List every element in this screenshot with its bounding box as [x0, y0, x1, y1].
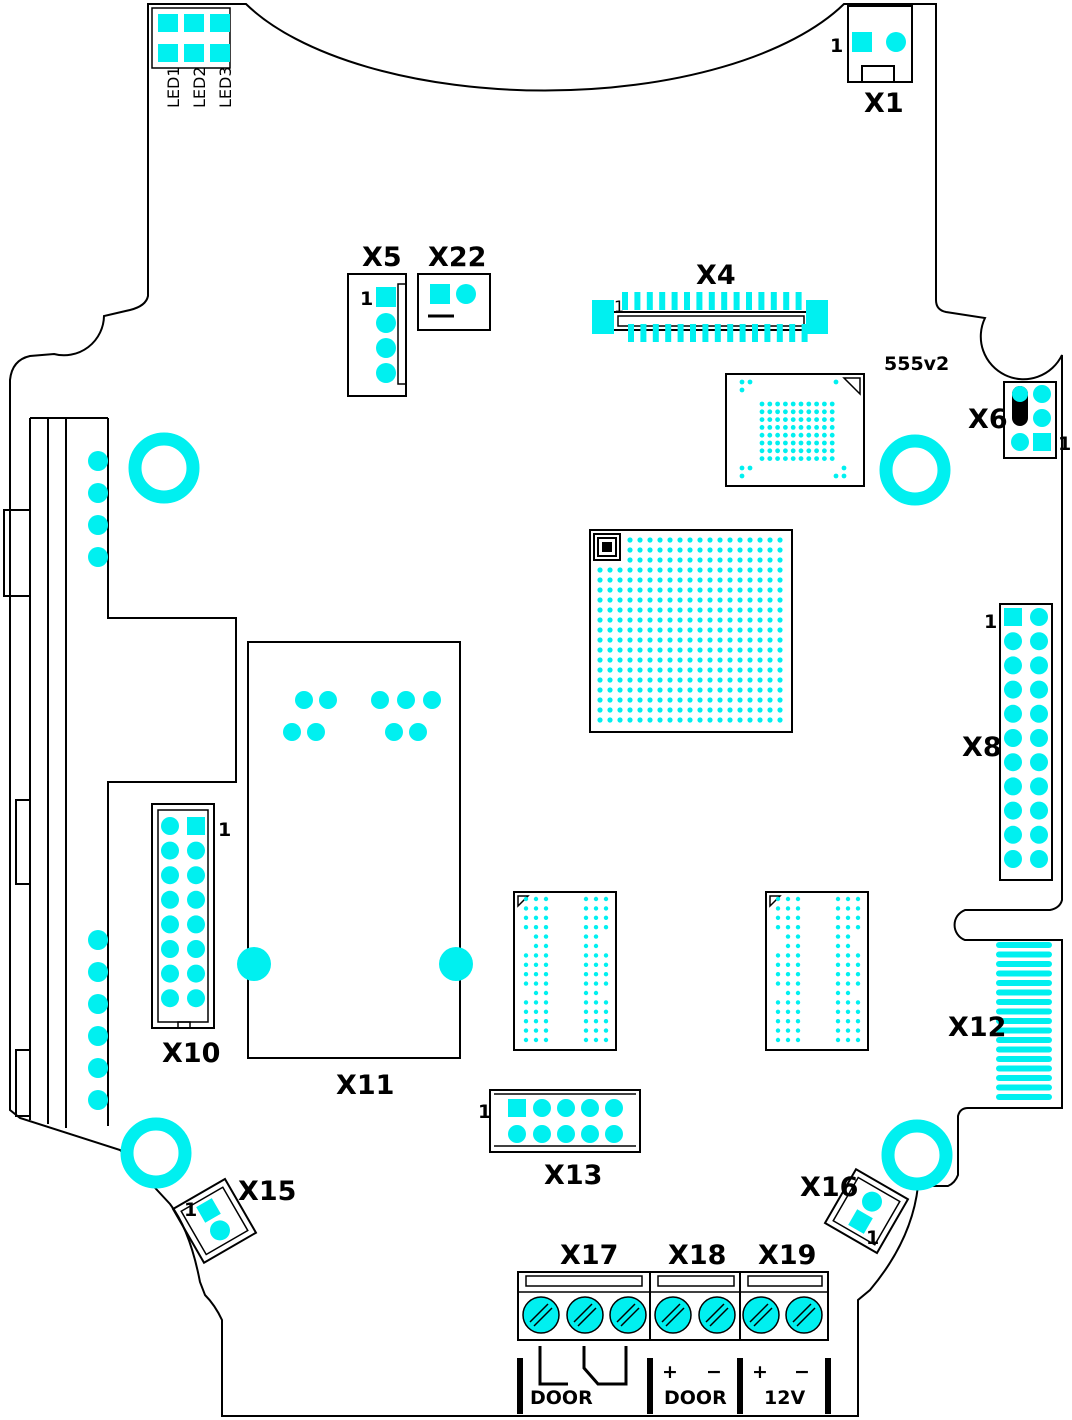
x1-label: X1 — [864, 88, 904, 119]
chip-memory-left — [513, 891, 617, 1051]
connector-x15 — [171, 1177, 258, 1265]
x15-label: X15 — [238, 1176, 296, 1207]
mounting-holes — [120, 432, 953, 1191]
x4-label: X4 — [696, 260, 736, 291]
led1-label: LED1 — [164, 66, 183, 108]
connector-x22: X22 — [417, 242, 491, 331]
x16-pin1-label: 1 — [866, 1227, 879, 1249]
led3-label: LED3 — [216, 66, 235, 108]
x6-pin1-label: 1 — [1058, 433, 1071, 455]
x5-pin1-label: 1 — [360, 288, 373, 310]
mounting-hole-top-right — [879, 434, 951, 506]
x8-label: X8 — [962, 732, 1002, 763]
x4-pin-row — [622, 292, 808, 342]
board-outline — [9, 3, 1063, 1417]
x19-label: X19 — [758, 1240, 816, 1271]
x17-door-label: DOOR — [530, 1387, 593, 1409]
left-edge-structure — [3, 417, 237, 1128]
x18-plus-label: + — [662, 1361, 678, 1383]
x18-minus-label: − — [706, 1361, 722, 1383]
x8-pin1-label: 1 — [984, 611, 997, 633]
x19-minus-label: − — [794, 1361, 810, 1383]
chip-main-bga — [589, 529, 793, 733]
connector-x10: 1 X10 — [151, 803, 231, 1069]
x16-label: X16 — [800, 1172, 858, 1203]
x18-label: X18 — [668, 1240, 726, 1271]
x18-door-label: DOOR — [664, 1387, 727, 1409]
connector-x13: 1 X13 — [478, 1089, 641, 1191]
connector-x11: X11 — [237, 641, 473, 1101]
connector-x4: X4 1 — [592, 260, 828, 342]
connector-x5: 1 X5 — [347, 242, 407, 397]
x11-label: X11 — [336, 1070, 394, 1101]
led2-label: LED2 — [190, 66, 209, 108]
x10-pin1-label: 1 — [218, 819, 231, 841]
x19-plus-label: + — [752, 1361, 768, 1383]
x19-12v-label: 12V — [764, 1387, 805, 1409]
connector-x16 — [823, 1167, 910, 1255]
x17-label: X17 — [560, 1240, 618, 1271]
x15-pin1-label: 1 — [184, 1199, 197, 1221]
board-revision: 555v2 — [884, 353, 949, 375]
x13-pin1-label: 1 — [478, 1101, 491, 1123]
x12-label: X12 — [948, 1012, 1006, 1043]
connector-x1: 1 X1 — [830, 5, 913, 119]
x6-label: X6 — [968, 404, 1008, 435]
connector-x8: 1 X8 — [962, 603, 1053, 881]
mounting-hole-bottom-left — [120, 1117, 192, 1189]
connector-x6: X6 1 — [968, 381, 1071, 459]
x22-label: X22 — [428, 242, 486, 273]
terminal-block: DOOR + − DOOR + − 12V X17 X18 X19 — [517, 1240, 831, 1414]
x10-label: X10 — [162, 1038, 220, 1069]
mounting-hole-top-left — [128, 432, 200, 504]
chip-memory-right — [765, 891, 869, 1051]
chip-small-bga — [725, 373, 865, 487]
connector-x12: X12 — [948, 942, 1052, 1100]
left-edge-pads — [88, 451, 108, 1110]
x5-label: X5 — [362, 242, 402, 273]
x1-pin1-label: 1 — [830, 35, 843, 57]
led-group: LED1 LED2 LED3 — [151, 7, 235, 108]
mounting-hole-bottom-right — [881, 1119, 953, 1191]
x13-label: X13 — [544, 1160, 602, 1191]
x4-pin1-label: 1 — [614, 297, 624, 316]
